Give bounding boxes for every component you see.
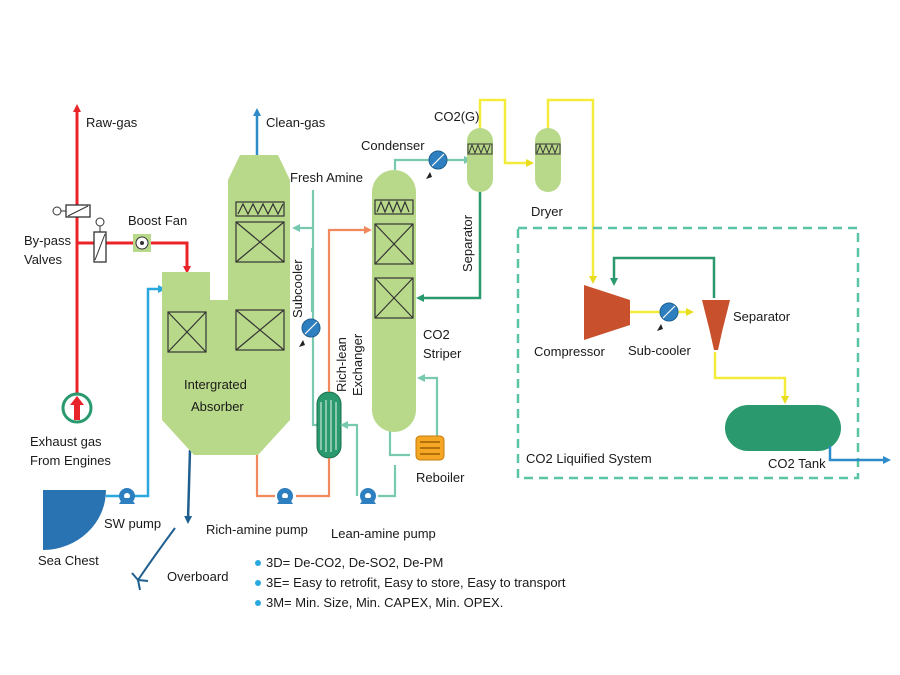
reboiler-label: Reboiler [416, 470, 465, 485]
sea-water-line [106, 285, 166, 498]
lean-amine-line [340, 374, 439, 498]
dryer-vessel [535, 128, 561, 192]
co2-gas-line [478, 98, 597, 284]
separator-return-line [416, 192, 482, 302]
subcooler-icon[interactable] [299, 318, 321, 347]
absorber-label-2: Absorber [191, 399, 244, 414]
clean-gas-label: Clean-gas [266, 115, 326, 130]
sea-chest-label: Sea Chest [38, 553, 99, 568]
separator-label: Separator [733, 309, 791, 324]
stripper-label-2: Striper [423, 346, 462, 361]
absorber-label-1: Intergrated [184, 377, 247, 392]
rich-amine-line [255, 226, 372, 498]
legend-item-3e: 3E= Easy to retrofit, Easy to store, Eas… [266, 575, 566, 590]
co2-stripper [372, 170, 416, 432]
sub-cooler-icon[interactable] [657, 302, 679, 331]
stripper-label-1: CO2 [423, 327, 450, 342]
dryer-label: Dryer [531, 204, 563, 219]
sw-pump-label: SW pump [104, 516, 161, 531]
legend-item-3d: 3D= De-CO2, De-SO2, De-PM [266, 555, 443, 570]
lean-amine-pump-label: Lean-amine pump [331, 526, 436, 541]
rich-amine-pump-label: Rich-amine pump [206, 522, 308, 537]
lean-amine-pump-icon[interactable] [360, 488, 376, 504]
boost-fan-label: Boost Fan [128, 213, 187, 228]
exhaust-label-1: Exhaust gas [30, 434, 102, 449]
recycle-line [610, 256, 716, 298]
exhaust-inlet-icon [61, 392, 93, 424]
legend-bullet-icon [255, 600, 261, 606]
legend-bullet-icon [255, 560, 261, 566]
raw-gas-label: Raw-gas [86, 115, 138, 130]
overboard-outlet-icon [131, 527, 176, 591]
boost-fan-icon[interactable] [133, 234, 151, 252]
rich-amine-pump-icon[interactable] [277, 488, 293, 504]
overboard-line [184, 449, 193, 524]
separator-vertical-label: Separator [460, 214, 475, 272]
compressor-label: Compressor [534, 344, 605, 359]
liquified-system-box [516, 226, 860, 480]
sub-cooler-label: Sub-cooler [628, 343, 692, 358]
separator-vessel [467, 128, 493, 192]
bypass-valve-lower-icon[interactable] [93, 217, 107, 263]
co2-tank [725, 405, 841, 451]
legend: 3D= De-CO2, De-SO2, De-PM 3E= Easy to re… [255, 555, 566, 610]
subcooler-label: Subcooler [290, 259, 305, 318]
bypass-valves-label-2: Valves [24, 252, 63, 267]
compressor[interactable] [584, 285, 630, 340]
rich-lean-label-2: Exchanger [350, 333, 365, 396]
sw-pump-icon[interactable] [119, 488, 135, 504]
fresh-amine-label: Fresh Amine [290, 170, 363, 185]
integrated-absorber [162, 155, 290, 455]
legend-bullet-icon [255, 580, 261, 586]
condenser-icon[interactable] [426, 150, 448, 179]
co2-outlet-line [828, 446, 891, 464]
co2-gas-label: CO2(G) [434, 109, 480, 124]
exhaust-gas-line [73, 104, 191, 395]
co2-tank-label: CO2 Tank [768, 456, 826, 471]
exhaust-label-2: From Engines [30, 453, 111, 468]
liquified-system-label: CO2 Liquified System [526, 451, 652, 466]
separator-cyclone[interactable] [702, 300, 730, 350]
legend-item-3m: 3M= Min. Size, Min. CAPEX, Min. OPEX. [266, 595, 503, 610]
sea-chest [43, 490, 106, 550]
reboiler[interactable] [415, 435, 445, 461]
overboard-label: Overboard [167, 569, 228, 584]
condenser-label: Condenser [361, 138, 425, 153]
bypass-valves-label-1: By-pass [24, 233, 71, 248]
bypass-valve-upper-icon[interactable] [52, 204, 91, 218]
rich-lean-exchanger[interactable] [316, 391, 342, 459]
rich-lean-label-1: Rich-lean [334, 337, 349, 392]
